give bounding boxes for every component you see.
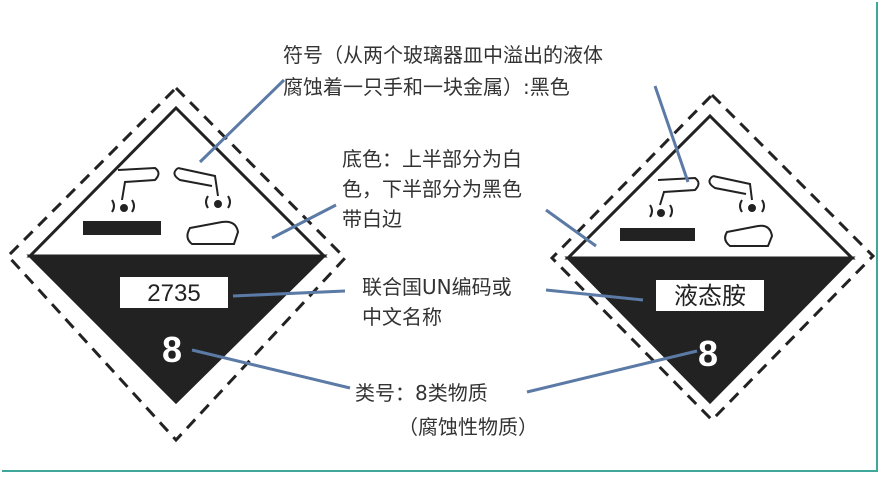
caption-background-line1: 底色：上半部分为白 xyxy=(342,147,522,171)
leader-class-left xyxy=(191,348,351,390)
leader-background-right xyxy=(545,208,597,248)
left-lower-black xyxy=(26,254,328,405)
left-un-box xyxy=(120,277,228,308)
leader-background-left xyxy=(271,203,337,240)
leader-un-right xyxy=(545,288,644,302)
right-placard: 液态胺 8 xyxy=(549,92,876,423)
right-lower-black xyxy=(564,256,856,405)
left-placard: 2735 8 xyxy=(5,85,348,443)
leader-lines xyxy=(191,78,698,394)
corrosive-pictogram-left xyxy=(83,166,240,245)
caption-background-line2: 色，下半部分为黑色 xyxy=(342,177,522,201)
caption-un-line2: 中文名称 xyxy=(362,305,442,329)
right-upper-white xyxy=(564,113,856,260)
caption-class-line2: （腐蚀性物质） xyxy=(398,415,538,439)
left-class-number: 8 xyxy=(162,329,182,370)
caption-un-line1: 联合国UN编码或 xyxy=(362,275,512,299)
left-dashed-border xyxy=(5,85,348,443)
caption-symbol-line2: 腐蚀着一只手和一块金属）:黑色 xyxy=(283,75,570,99)
left-un-number: 2735 xyxy=(147,280,200,307)
leader-un-left xyxy=(232,289,346,298)
right-dashed-border xyxy=(549,92,876,423)
frame-border xyxy=(2,2,878,472)
corrosive-pictogram-right xyxy=(620,175,774,247)
caption-symbol-line1: 符号（从两个玻璃器皿中溢出的液体 xyxy=(283,43,603,67)
right-chemical-name: 液态胺 xyxy=(674,283,746,310)
right-name-box xyxy=(656,280,764,311)
right-class-number: 8 xyxy=(698,333,718,374)
leader-class-right xyxy=(526,349,698,394)
leader-symbol-left xyxy=(198,78,286,164)
caption-class-line1: 类号：8类物质 xyxy=(355,381,488,405)
caption-background-line3: 带白边 xyxy=(342,207,402,231)
leader-symbol-right xyxy=(653,85,690,183)
